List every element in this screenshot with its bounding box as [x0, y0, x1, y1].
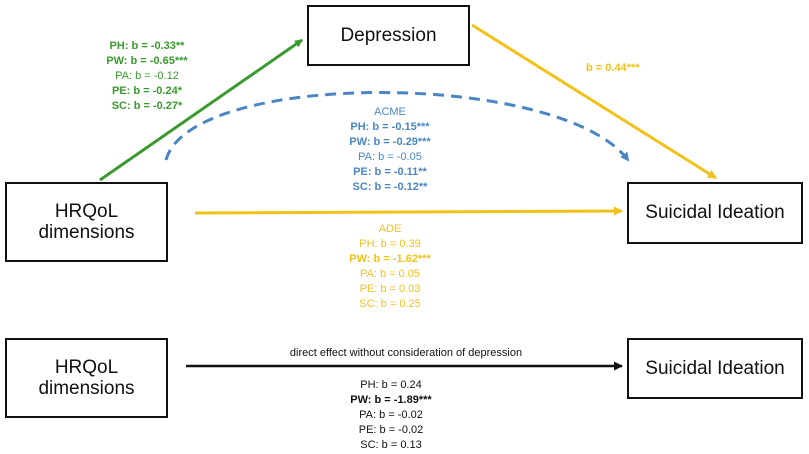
acme-line: PE: b = -0.11** [353, 166, 427, 178]
acme-line: PH: b = -0.15*** [350, 121, 430, 133]
coef-line: SC: b = -0.27* [111, 100, 183, 112]
ade-line: SC: b = 0.25 [359, 298, 421, 310]
coef-line: PW: b = -0.65*** [106, 55, 188, 67]
coef-line: PE: b = -0.24* [111, 85, 182, 97]
ade-line: PW: b = -1.62*** [349, 253, 431, 265]
hrqol-top-line-1: HRQoL [54, 200, 119, 222]
depression-box: Depression [307, 5, 470, 66]
acme-line: PW: b = -0.29*** [349, 136, 431, 148]
total-line: PE: b = -0.02 [358, 424, 424, 436]
hrqol-box-top: HRQoL dimensions [5, 182, 168, 262]
total-effect-label: direct effect without consideration of d… [289, 347, 523, 359]
total-line: PA: b = -0.02 [359, 409, 423, 421]
ade-coefficients: ADE PH: b = 0.39 PW: b = -1.62*** PA: b … [325, 222, 455, 312]
ade-line: PA: b = 0.05 [359, 268, 421, 280]
coef-line: PH: b = -0.33** [109, 40, 185, 52]
arrow-depression-to-si [471, 23, 717, 180]
acme-title: ACME [374, 106, 406, 118]
hrqol-bottom-line-2: dimensions [38, 378, 135, 399]
arrow-acme-dashed [164, 91, 630, 162]
total-effect-coefficients: PH: b = 0.24 PW: b = -1.89*** PA: b = -0… [326, 378, 456, 453]
acme-line: SC: b = -0.12** [352, 181, 428, 193]
arrow-hrqol-to-depression [99, 38, 303, 182]
total-line: PH: b = 0.24 [360, 379, 422, 391]
acme-coefficients: ACME PH: b = -0.15*** PW: b = -0.29*** P… [325, 105, 455, 195]
hrqol-bottom-line-1: HRQoL [54, 356, 119, 378]
hrqol-top-line-2: dimensions [38, 222, 135, 243]
ade-line: PH: b = 0.39 [359, 238, 421, 250]
acme-line: PA: b = -0.05 [358, 151, 422, 163]
suicidal-ideation-bottom-label: Suicidal Ideation [645, 357, 785, 379]
suicidal-ideation-top-label: Suicidal Ideation [645, 202, 785, 224]
ade-line: PE: b = 0.03 [359, 283, 421, 295]
coef-line: PA: b = -0.12 [115, 70, 179, 82]
arrow-direct-effect [194, 206, 623, 216]
total-line: PW: b = -1.89*** [350, 394, 432, 406]
suicidal-ideation-box-bottom: Suicidal Ideation [627, 338, 803, 399]
hrqol-to-depression-coefficients: PH: b = -0.33** PW: b = -0.65*** PA: b =… [87, 39, 207, 114]
depression-to-si-coefficient: b = 0.44*** [586, 62, 640, 74]
suicidal-ideation-box-top: Suicidal Ideation [627, 182, 803, 244]
ade-title: ADE [378, 223, 402, 235]
hrqol-box-bottom: HRQoL dimensions [5, 338, 168, 418]
total-line: SC: b = 0.13 [360, 439, 422, 451]
depression-label: Depression [340, 24, 437, 46]
